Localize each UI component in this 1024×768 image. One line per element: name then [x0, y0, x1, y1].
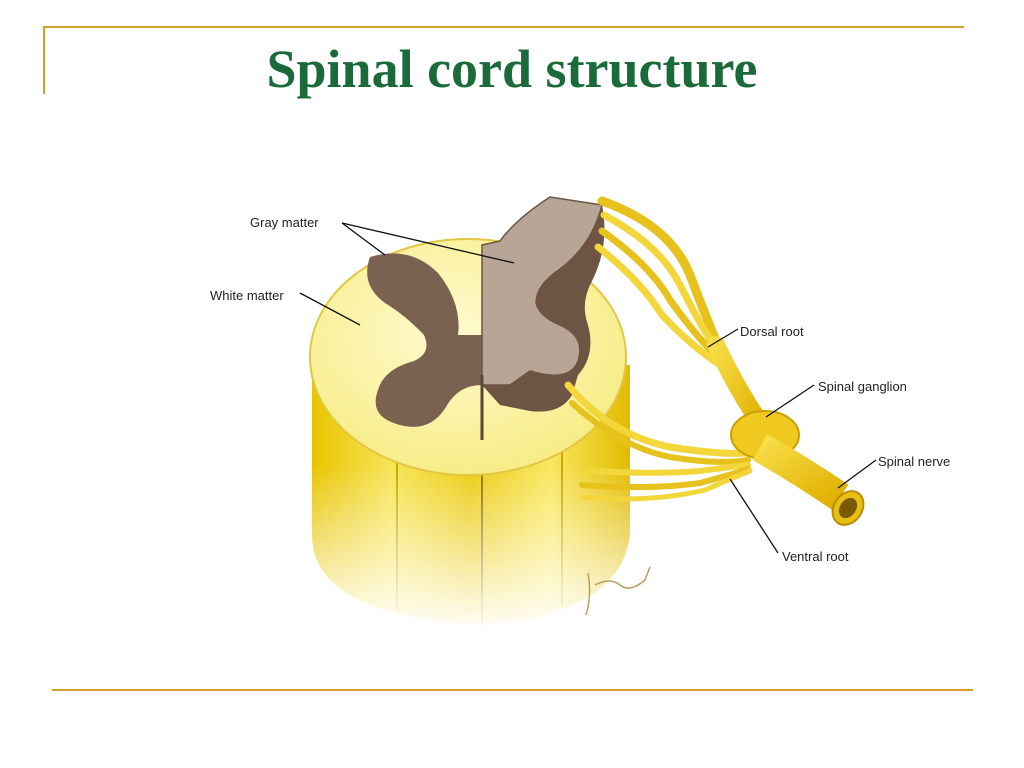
label-gray-matter: Gray matter: [250, 215, 319, 230]
top-rule: [43, 26, 964, 28]
slide-title: Spinal cord structure: [0, 40, 1024, 99]
spinal-nerve: [760, 447, 870, 531]
cross-section: [310, 197, 626, 475]
spinal-cord-illustration: Gray matter White matter Dorsal root Spi…: [200, 185, 980, 635]
label-spinal-nerve: Spinal nerve: [878, 454, 950, 469]
label-spinal-ganglion: Spinal ganglion: [818, 379, 907, 394]
label-ventral-root: Ventral root: [782, 549, 849, 564]
label-white-matter: White matter: [210, 288, 284, 303]
label-dorsal-root: Dorsal root: [740, 324, 804, 339]
bottom-rule: [52, 689, 973, 691]
